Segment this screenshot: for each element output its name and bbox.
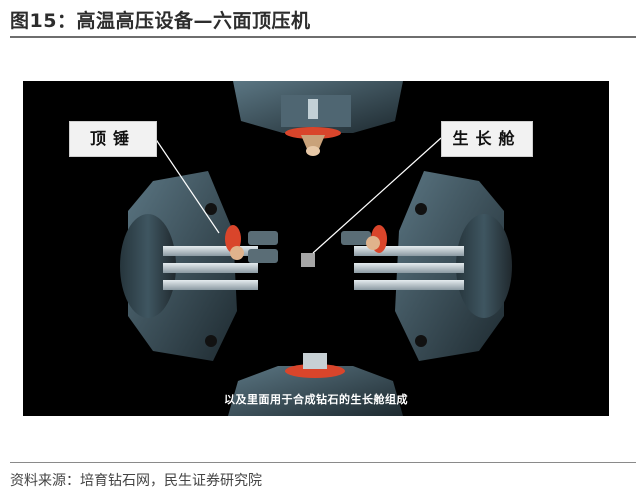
label-growth-cell: 生长舱 (441, 121, 533, 157)
title-divider (10, 36, 636, 38)
figure-title: 图15：高温高压设备—六面顶压机 (10, 10, 311, 32)
right-anvil (341, 171, 512, 361)
press-illustration: 顶锤 生长舱 以及里面用于合成钻石的生长舱组成 (23, 81, 609, 416)
growth-cell (301, 253, 315, 267)
video-subtitle: 以及里面用于合成钻石的生长舱组成 (224, 393, 408, 406)
callout-line-cell (312, 137, 442, 254)
top-anvil (233, 81, 403, 156)
bottom-anvil (228, 353, 403, 416)
label-anvil: 顶锤 (69, 121, 157, 157)
press-render (120, 81, 512, 416)
left-anvil (120, 171, 278, 361)
callout-line-anvil (154, 137, 220, 234)
source-note: 资料来源：培育钻石网，民生证券研究院 (10, 473, 262, 489)
source-divider (10, 462, 636, 463)
